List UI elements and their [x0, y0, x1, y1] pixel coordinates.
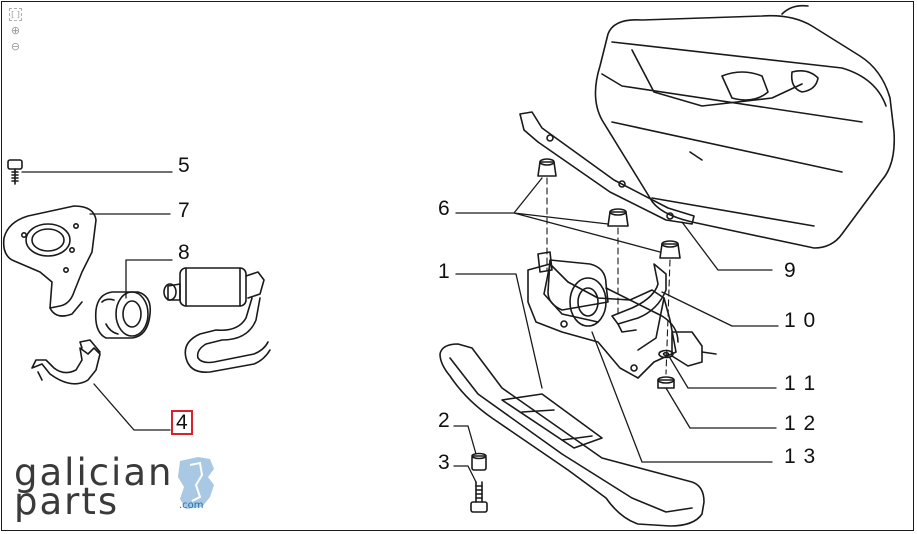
spacer-part-2[interactable] [471, 452, 487, 471]
callout-8[interactable]: 8 [178, 241, 191, 264]
fuel-pump-left[interactable] [163, 267, 271, 374]
pump-support-bracket-part-13[interactable] [527, 263, 677, 379]
callout-7[interactable]: 7 [178, 199, 191, 222]
callout-4-highlighted[interactable]: 4 [171, 410, 193, 435]
galicia-map-logo-icon [178, 457, 214, 509]
callout-6[interactable]: 6 [438, 197, 451, 220]
leader-line-9 [681, 221, 773, 271]
leader-line-10 [661, 291, 779, 327]
protection-shield-part-1[interactable] [439, 343, 705, 527]
leader-line-8 [125, 259, 173, 299]
fit-screen-icon[interactable]: [ ] [9, 8, 22, 21]
bracket-plate-part-7[interactable] [2, 205, 97, 317]
leader-line-3 [453, 465, 477, 483]
callout-2[interactable]: 2 [438, 409, 451, 432]
clamp-part-4[interactable] [31, 339, 101, 385]
leader-line-13 [591, 331, 773, 463]
callout-3[interactable]: 3 [438, 451, 451, 474]
callout-11[interactable]: 1 1 [784, 372, 817, 395]
leader-line-1 [455, 273, 543, 389]
callout-13[interactable]: 1 3 [784, 445, 817, 468]
mounting-strap-part-9[interactable] [519, 111, 695, 225]
fuel-pump-right[interactable] [537, 251, 717, 367]
logo-domain-suffix: .com [179, 500, 204, 511]
fuel-tank[interactable] [594, 4, 896, 249]
rubber-mount-part-6[interactable] [537, 158, 681, 259]
clamp-part-10[interactable] [611, 263, 667, 333]
callout-1[interactable]: 1 [438, 260, 451, 283]
bolt-part-5[interactable] [7, 159, 23, 185]
callout-12[interactable]: 1 2 [784, 412, 817, 435]
leader-line-2 [453, 425, 477, 455]
rubber-sleeve-part-8[interactable] [94, 291, 152, 339]
callout-9[interactable]: 9 [784, 259, 797, 282]
assembly-axes [546, 177, 671, 375]
bolt-part-3[interactable] [470, 481, 488, 513]
nut-part-12[interactable] [657, 376, 675, 389]
zoom-out-icon[interactable]: ⊖ [10, 40, 21, 53]
leader-line-12 [665, 387, 777, 429]
leader-line-6 [455, 177, 661, 253]
logo-text-line2: parts [14, 480, 120, 523]
zoom-in-icon[interactable]: ⊕ [10, 24, 21, 37]
callout-10[interactable]: 1 0 [784, 309, 817, 332]
logo-text-line1: galician [14, 451, 174, 494]
leader-line-11 [669, 357, 777, 389]
leader-line-4 [93, 383, 171, 431]
washer-part-11[interactable] [658, 349, 674, 359]
galicianparts-logo: galician parts .com [14, 451, 224, 523]
viewer-toolbar: [ ] ⊕ ⊖ [9, 8, 23, 56]
callout-5[interactable]: 5 [178, 154, 191, 177]
